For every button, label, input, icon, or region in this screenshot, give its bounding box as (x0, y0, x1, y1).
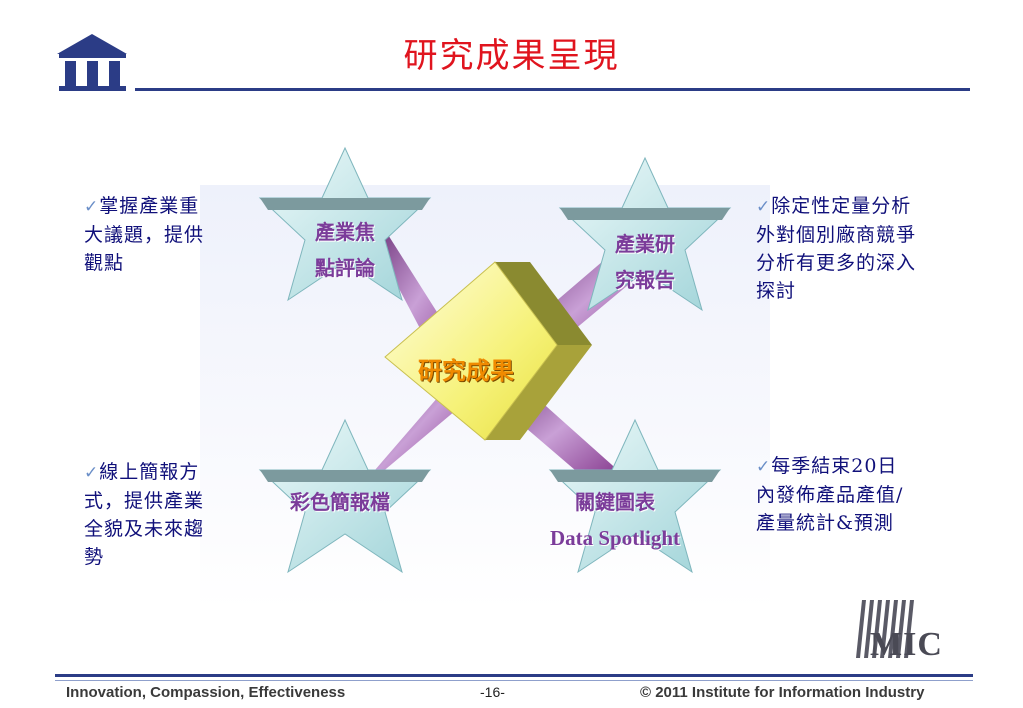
note-bottom-right: ✓每季結束20日 內發佈產品產值/ 產量統計&預測 (756, 455, 904, 534)
page-number: -16- (480, 684, 505, 700)
star-label-industry-commentary: 產業焦 點評論 (315, 220, 375, 280)
star-label-data-spotlight: 關鍵圖表 Data Spotlight (549, 490, 681, 550)
institute-logo-icon (55, 32, 130, 92)
footer-copyright: © 2011 Institute for Information Industr… (640, 684, 925, 701)
star-top-left-icon (258, 146, 432, 302)
mic-logo-text: MIC (870, 626, 943, 663)
checkmark-icon: ✓ (756, 197, 772, 217)
star-label-color-slides: 彩色簡報檔 (290, 490, 390, 514)
star-label-industry-research: 產業研 究報告 (615, 232, 675, 292)
center-cube-icon (384, 261, 592, 441)
star-bottom-right-icon (548, 418, 722, 574)
checkmark-icon: ✓ (84, 463, 100, 483)
note-bottom-left: ✓線上簡報方 式，提供產業 全貌及未來趨 勢 (84, 461, 205, 568)
page-title: 研究成果呈現 (403, 36, 620, 76)
center-label: 研究成果 (418, 357, 514, 385)
checkmark-icon: ✓ (756, 457, 772, 477)
star-bottom-left-icon (258, 418, 432, 574)
checkmark-icon: ✓ (84, 197, 100, 217)
footer-slogan: Innovation, Compassion, Effectiveness (66, 684, 346, 701)
mic-logo-icon (850, 598, 960, 668)
note-top-left: ✓掌握產業重 大議題，提供 觀點 (84, 195, 205, 274)
star-top-right-icon (558, 156, 732, 312)
header-divider (135, 88, 970, 91)
footer-divider-thin (55, 680, 973, 681)
note-top-right: ✓除定性定量分析 外對個別廠商競爭 分析有更多的深入 探討 (756, 195, 917, 302)
footer-divider (55, 674, 973, 677)
